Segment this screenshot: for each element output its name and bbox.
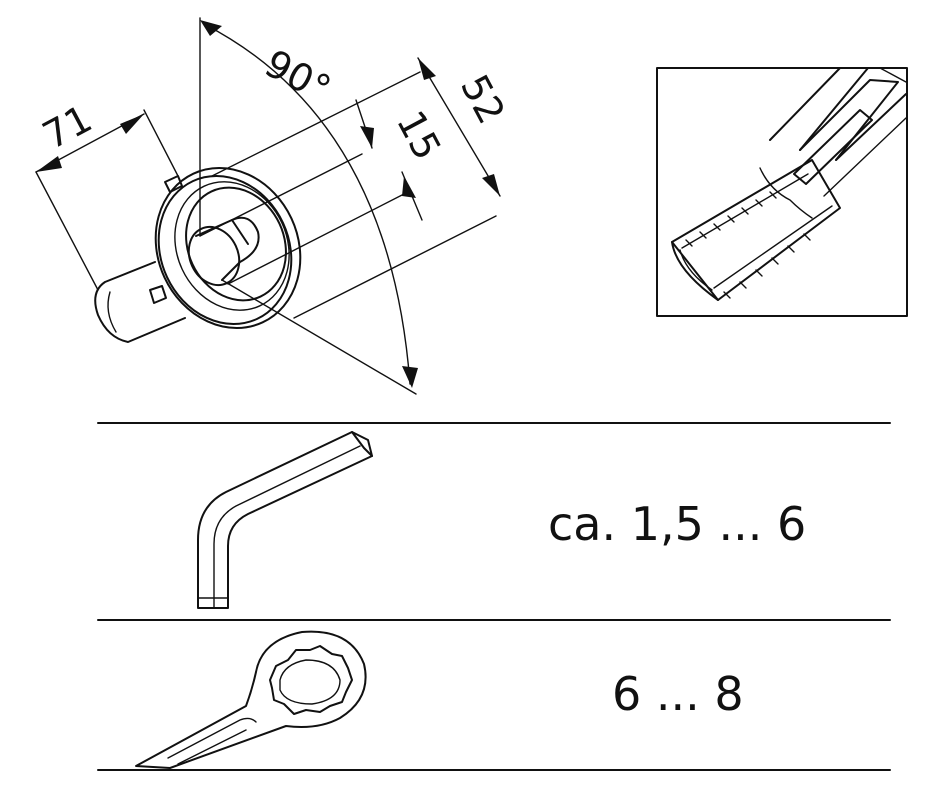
length-dimension: 71 <box>35 96 179 291</box>
diameter-52-label: 52 <box>452 68 514 131</box>
angle-label: 90° <box>258 41 338 111</box>
detail-inset <box>656 67 908 317</box>
diameter-15-label: 15 <box>388 104 450 167</box>
tool-table <box>97 422 891 771</box>
hex-key-range: ca. 1,5 ... 6 <box>548 497 806 551</box>
device-drawing <box>94 17 497 395</box>
diameter-15-dimension: 15 <box>355 99 450 221</box>
length-label: 71 <box>36 96 99 158</box>
hex-key-icon <box>197 431 373 609</box>
ring-spanner-icon <box>135 630 367 769</box>
ring-spanner-range: 6 ... 8 <box>612 667 744 721</box>
